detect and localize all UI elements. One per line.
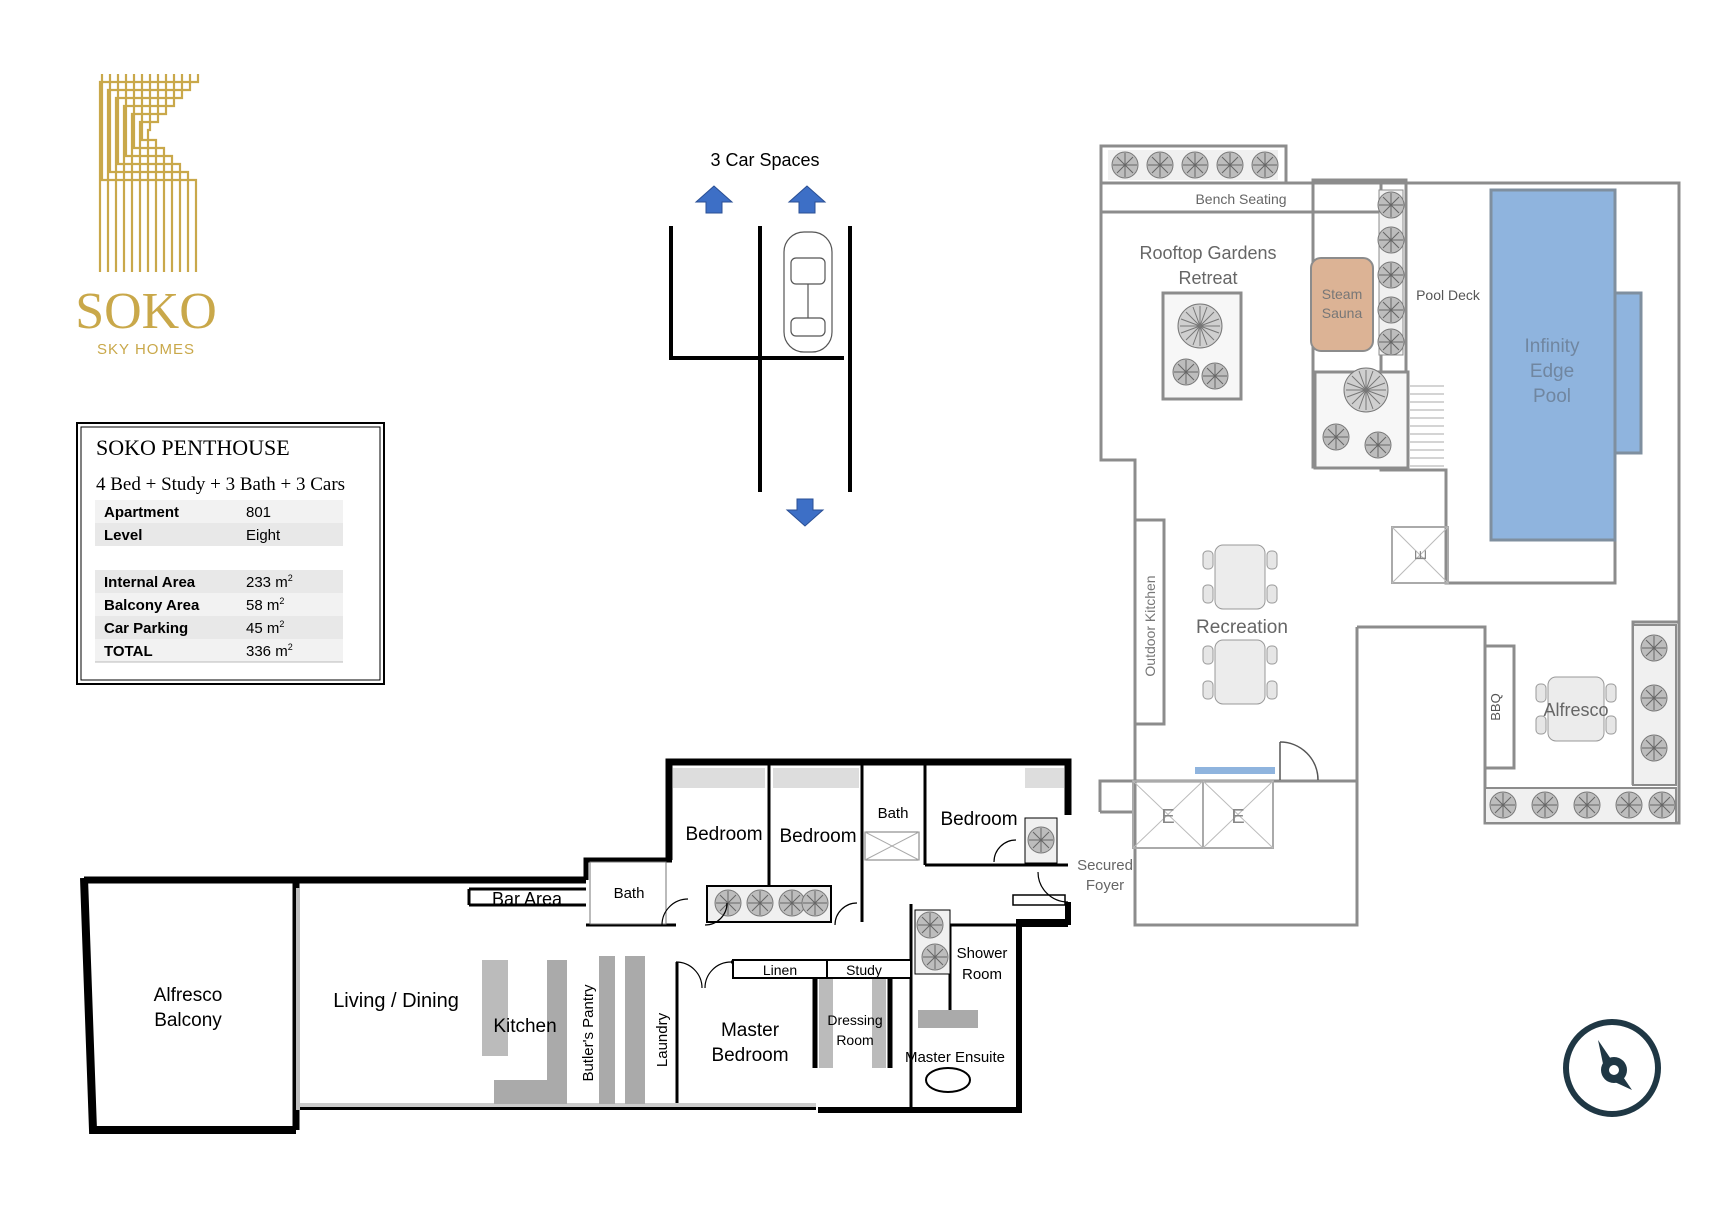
info-row-label: Balcony Area bbox=[104, 597, 200, 614]
elevator-icon: E bbox=[1202, 780, 1274, 849]
steam-sauna-label-2: Sauna bbox=[1322, 305, 1363, 321]
apartment-labels: Alfresco Balcony Living / Dining Bar Are… bbox=[154, 805, 1133, 1082]
alfresco-balcony-label: Alfresco bbox=[154, 985, 223, 1006]
rooftop-gardens-label-2: Retreat bbox=[1178, 268, 1237, 288]
bath-label: Bath bbox=[614, 885, 645, 902]
logo-mark-icon bbox=[98, 74, 200, 272]
recreation-tables bbox=[1202, 544, 1278, 705]
info-table: Apartment 801 Level Eight Internal Area … bbox=[95, 500, 343, 663]
info-row-label: Level bbox=[104, 527, 142, 544]
steam-sauna-label: Steam bbox=[1322, 286, 1362, 302]
info-row-value: 336 m2 bbox=[246, 642, 293, 660]
bath-label: Bath bbox=[878, 805, 909, 822]
master-bedroom-label-2: Bedroom bbox=[711, 1045, 788, 1066]
secured-foyer-label-2: Foyer bbox=[1086, 877, 1124, 894]
bedroom-label: Bedroom bbox=[685, 824, 762, 845]
info-row-value: 233 m2 bbox=[246, 573, 293, 591]
pool-label: Infinity bbox=[1525, 336, 1580, 357]
brand-name: SOKO bbox=[75, 283, 217, 340]
shower-room-label-2: Room bbox=[962, 966, 1002, 983]
brand-logo: SOKO SKY HOMES bbox=[75, 74, 217, 358]
info-row-value: Eight bbox=[246, 527, 281, 544]
dressing-room-label: Dressing bbox=[827, 1012, 882, 1028]
parking-lines bbox=[669, 226, 852, 492]
rooftop-details: Bench Seating Rooftop Gardens Retreat St… bbox=[1108, 150, 1677, 849]
bar-area-label: Bar Area bbox=[492, 889, 563, 909]
elevator-label: E bbox=[1231, 806, 1244, 828]
kitchen-label: Kitchen bbox=[493, 1016, 556, 1037]
laundry-label: Laundry bbox=[654, 1012, 671, 1067]
car-spaces-label: 3 Car Spaces bbox=[710, 150, 819, 170]
living-dining-label: Living / Dining bbox=[333, 990, 459, 1012]
car-spaces: 3 Car Spaces bbox=[669, 150, 852, 527]
alfresco-table bbox=[1535, 676, 1617, 742]
pool-stairs bbox=[1410, 385, 1444, 467]
bedroom-label: Bedroom bbox=[779, 826, 856, 847]
shower-room-label: Shower bbox=[957, 945, 1008, 962]
outdoor-kitchen-label: Outdoor Kitchen bbox=[1142, 575, 1158, 676]
info-row: TOTAL 336 m2 bbox=[104, 642, 293, 660]
bedroom-label: Bedroom bbox=[940, 809, 1017, 830]
alfresco-balcony-label-2: Balcony bbox=[154, 1010, 222, 1031]
recreation-label: Recreation bbox=[1196, 617, 1288, 638]
arrow-up-icon bbox=[787, 185, 827, 214]
info-subtitle: 4 Bed + Study + 3 Bath + 3 Cars bbox=[96, 474, 345, 495]
bbq-label: BBQ bbox=[1488, 693, 1503, 720]
apartment-details bbox=[296, 768, 1069, 1110]
info-row-value: 801 bbox=[246, 504, 271, 521]
pool-label-2: Edge bbox=[1530, 361, 1574, 382]
info-row-value: 45 m2 bbox=[246, 619, 284, 637]
arrow-up-icon bbox=[694, 185, 734, 214]
master-bedroom-label: Master bbox=[721, 1020, 780, 1041]
info-row: Level Eight bbox=[104, 527, 281, 544]
info-row-value: 58 m2 bbox=[246, 596, 284, 614]
bench-seating-label: Bench Seating bbox=[1195, 191, 1286, 207]
study-label: Study bbox=[846, 962, 882, 978]
dressing-room-label-2: Room bbox=[836, 1032, 873, 1048]
pool-deck-label: Pool Deck bbox=[1416, 287, 1481, 303]
info-row-label: Car Parking bbox=[104, 620, 188, 637]
elevator-icon: E bbox=[1132, 780, 1204, 849]
info-row: Car Parking 45 m2 bbox=[104, 619, 284, 637]
brand-tagline: SKY HOMES bbox=[97, 341, 195, 358]
compass-icon bbox=[1563, 1019, 1661, 1117]
car-icon bbox=[783, 231, 833, 353]
secured-foyer-label: Secured bbox=[1077, 857, 1133, 874]
elevator-label: E bbox=[1161, 806, 1174, 828]
master-ensuite-label: Master Ensuite bbox=[905, 1049, 1005, 1066]
info-row: Internal Area 233 m2 bbox=[104, 573, 293, 591]
pool-label-3: Pool bbox=[1533, 386, 1571, 407]
rooftop-alfresco-label: Alfresco bbox=[1543, 700, 1608, 720]
info-row-label: Internal Area bbox=[104, 574, 196, 591]
info-box: SOKO PENTHOUSE 4 Bed + Study + 3 Bath + … bbox=[76, 422, 385, 685]
info-title: SOKO PENTHOUSE bbox=[96, 435, 290, 460]
info-row-label: Apartment bbox=[104, 504, 179, 521]
rooftop-gardens-label: Rooftop Gardens bbox=[1139, 243, 1276, 263]
linen-label: Linen bbox=[763, 962, 797, 978]
elevator-label: E bbox=[1413, 550, 1430, 561]
info-row: Apartment 801 bbox=[104, 504, 271, 521]
butlers-pantry-label: Butler's Pantry bbox=[580, 984, 597, 1082]
arrow-down-icon bbox=[785, 498, 825, 527]
elevator-icon: E bbox=[1391, 526, 1449, 584]
info-row: Balcony Area 58 m2 bbox=[104, 596, 284, 614]
info-row-label: TOTAL bbox=[104, 643, 153, 660]
